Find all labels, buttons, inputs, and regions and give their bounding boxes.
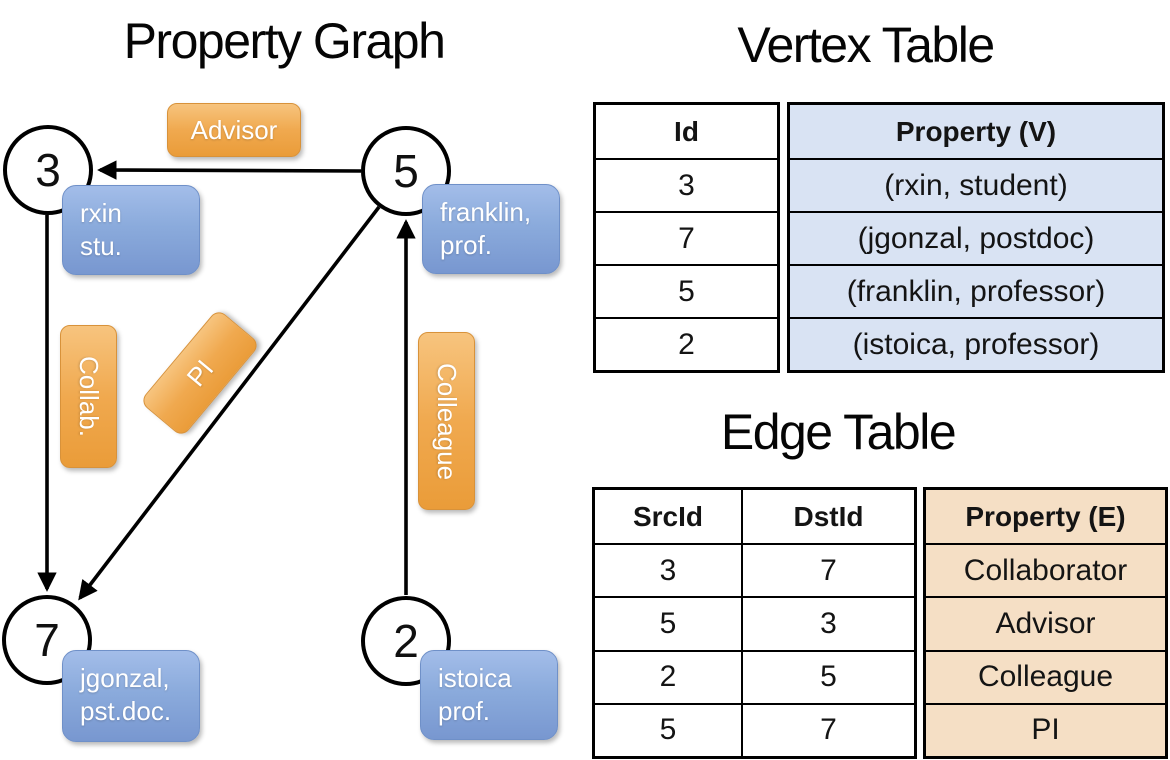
vertex-property-line1: rxin bbox=[80, 198, 122, 228]
vertex-id-label: 3 bbox=[35, 144, 61, 196]
vertex-table-id-header: Id bbox=[674, 115, 699, 147]
dstid-cell: 5 bbox=[741, 651, 914, 703]
table-row: 2 bbox=[596, 317, 777, 370]
vertex-table-property-header: Property (V) bbox=[895, 115, 1057, 147]
vertex-property-card-2: istoica prof. bbox=[420, 650, 558, 740]
srcid-cell: 2 bbox=[659, 660, 677, 694]
table-row: (franklin, professor) bbox=[790, 264, 1162, 317]
vertex-id-label: 5 bbox=[393, 145, 419, 197]
vertex-property-line1: franklin, bbox=[440, 197, 532, 227]
srcid-cell: 5 bbox=[659, 713, 677, 747]
edge-table-title: Edge Table bbox=[720, 404, 957, 460]
vertex-property-line2: prof. bbox=[440, 230, 493, 260]
table-row: Collaborator bbox=[926, 543, 1165, 596]
edge-table-id-columns: SrcId DstId 3 7 5 3 2 5 5 7 bbox=[592, 487, 917, 759]
table-row: 3 bbox=[596, 158, 777, 211]
edge-table-property-column: Property (E) Collaborator Advisor Collea… bbox=[923, 487, 1168, 759]
edge-table-header-row: SrcId DstId bbox=[595, 490, 914, 543]
srcid-cell: 5 bbox=[659, 606, 677, 640]
edge-arrow-pi-5-to-7 bbox=[78, 205, 381, 601]
table-row: Colleague bbox=[926, 649, 1165, 703]
edge-table-dstid-header: DstId bbox=[741, 490, 914, 543]
property-graph-title: Property Graph bbox=[123, 13, 446, 69]
dstid-cell: 7 bbox=[741, 704, 914, 756]
vertex-property-card-5: franklin, prof. bbox=[422, 184, 560, 274]
vertex-property-line1: jgonzal, bbox=[80, 663, 170, 693]
dstid-cell: 7 bbox=[741, 545, 914, 597]
dstid-cell: 3 bbox=[741, 598, 914, 650]
vertex-property-card-3: rxin stu. bbox=[62, 185, 200, 275]
edge-table-srcid-header: SrcId bbox=[632, 500, 704, 532]
edge-table-property-header: Property (E) bbox=[965, 500, 1126, 532]
table-row: 2 5 bbox=[595, 649, 914, 703]
table-row: Advisor bbox=[926, 596, 1165, 649]
table-row: (istoica, professor) bbox=[790, 317, 1162, 370]
table-row: (jgonzal, postdoc) bbox=[790, 211, 1162, 264]
table-row: 3 7 bbox=[595, 543, 914, 597]
vertex-table-id-column: Id 3 7 5 2 bbox=[593, 102, 780, 373]
vertex-property-line2: pst.doc. bbox=[80, 696, 172, 726]
edge-label-colleague: Colleague bbox=[418, 332, 475, 510]
edge-label-collab: Collab. bbox=[60, 325, 117, 468]
vertex-property-card-7: jgonzal, pst.doc. bbox=[62, 650, 200, 742]
table-row: PI bbox=[926, 702, 1165, 756]
srcid-cell: 3 bbox=[659, 553, 677, 587]
edge-label-text: Colleague bbox=[432, 362, 462, 480]
vertex-id-label: 2 bbox=[393, 615, 419, 667]
vertex-table-title: Vertex Table bbox=[737, 17, 995, 73]
edge-label-text: Collab. bbox=[74, 356, 104, 437]
vertex-property-line2: stu. bbox=[80, 231, 122, 261]
vertex-property-line1: istoica bbox=[438, 663, 512, 693]
table-row: 5 3 bbox=[595, 596, 914, 650]
edge-arrow-advisor-5-to-3 bbox=[97, 160, 362, 180]
edge-label-text: PI bbox=[180, 353, 220, 392]
vertex-node-5: 5 bbox=[361, 126, 451, 216]
table-row: 7 bbox=[596, 211, 777, 264]
vertex-node-2: 2 bbox=[361, 596, 451, 686]
edge-label-advisor: Advisor bbox=[167, 103, 301, 157]
vertex-table-property-column: Property (V) (rxin, student) (jgonzal, p… bbox=[787, 102, 1165, 373]
edge-label-text: Advisor bbox=[190, 114, 278, 145]
graph-edges-layer bbox=[37, 160, 416, 601]
vertex-property-line2: prof. bbox=[438, 696, 491, 726]
table-row: 5 7 bbox=[595, 702, 914, 756]
table-row: (rxin, student) bbox=[790, 158, 1162, 211]
table-row: 5 bbox=[596, 264, 777, 317]
vertex-id-label: 7 bbox=[34, 614, 60, 666]
